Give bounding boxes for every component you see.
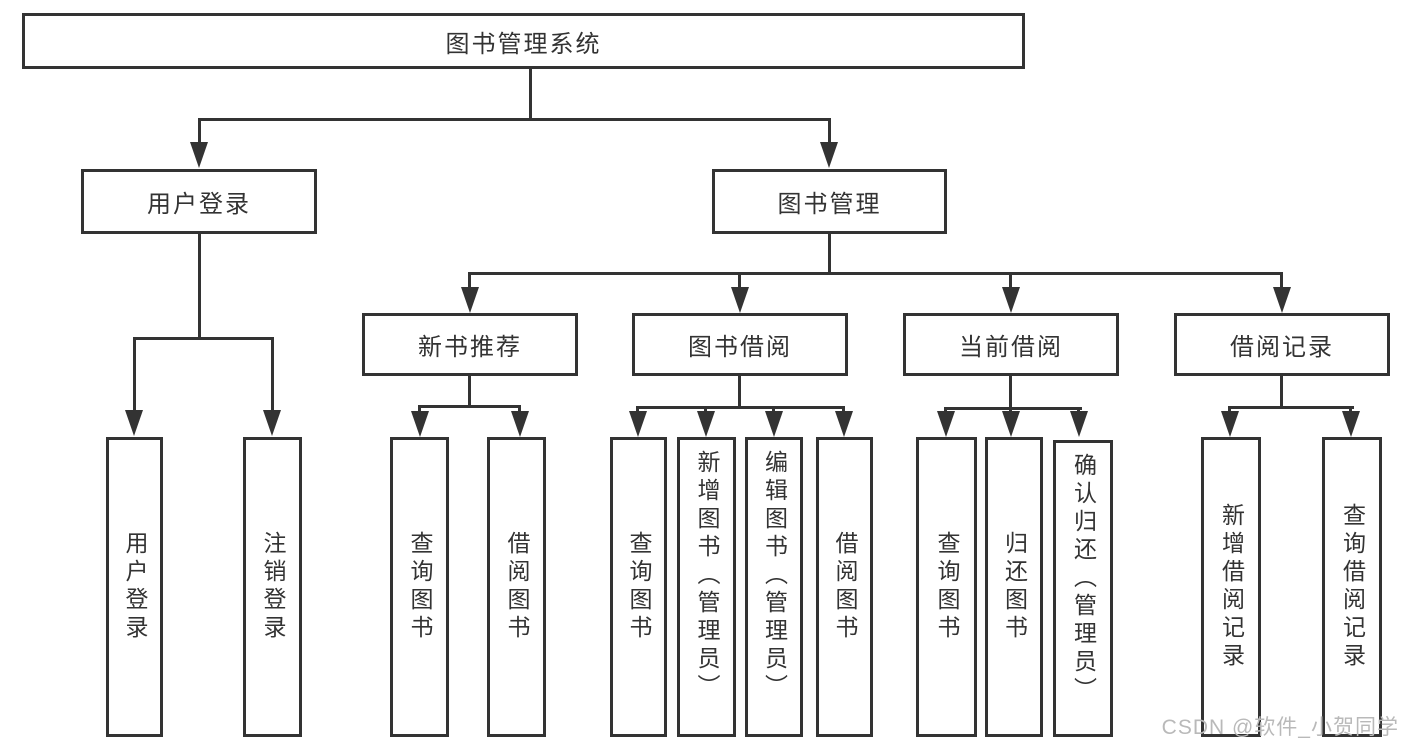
leaf-query-books-borrow: 查询图书 [610, 437, 667, 737]
connector-stem [468, 272, 471, 289]
leaf-edit-book-admin-label: 编辑图书（管理员） [761, 450, 788, 702]
leaf-borrow-books-label: 借阅图书 [832, 531, 858, 643]
leaf-logout-label: 注销登录 [260, 531, 286, 643]
arrow-down-icon [1221, 411, 1239, 437]
connector-stem [271, 337, 274, 412]
connector-stem [518, 405, 521, 414]
connector-drop [738, 376, 741, 409]
leaf-add-book-admin: 新增图书（管理员） [677, 437, 736, 737]
connector-stem [828, 118, 831, 146]
csdn-watermark: CSDN @软件_小贺同学 [1161, 716, 1399, 739]
leaf-query-books-current-label: 查询图书 [934, 531, 960, 643]
leaf-add-borrow-record: 新增借阅记录 [1201, 437, 1261, 737]
arrow-down-icon [731, 287, 749, 313]
leaf-query-borrow-record-label: 查询借阅记录 [1339, 503, 1366, 671]
leaf-borrow-books: 借阅图书 [816, 437, 873, 737]
arrow-down-icon [263, 410, 281, 436]
connector-level3-rail [468, 272, 1283, 275]
connector-stem [1349, 406, 1352, 414]
node-current-borrow: 当前借阅 [903, 313, 1119, 376]
leaf-query-books-recommend-label: 查询图书 [407, 531, 433, 643]
node-book-borrow: 图书借阅 [632, 313, 848, 376]
node-root: 图书管理系统 [22, 13, 1025, 69]
node-user-login-label: 用户登录 [147, 191, 251, 218]
connector-stem [738, 272, 741, 289]
connector-drop [1280, 376, 1283, 409]
arrow-down-icon [461, 287, 479, 313]
leaf-borrow-books-recommend: 借阅图书 [487, 437, 546, 737]
arrow-down-icon [1273, 287, 1291, 313]
node-book-management: 图书管理 [712, 169, 947, 234]
connector-stem [1280, 272, 1283, 289]
node-root-label: 图书管理系统 [445, 30, 602, 58]
connector-rail [636, 406, 845, 409]
leaf-query-books-recommend: 查询图书 [390, 437, 449, 737]
leaf-return-books: 归还图书 [985, 437, 1043, 737]
leaf-query-books-borrow-label: 查询图书 [626, 531, 652, 643]
leaf-return-books-label: 归还图书 [1001, 531, 1028, 643]
connector-stem [1009, 407, 1012, 414]
arrow-down-icon [411, 411, 429, 437]
node-new-book-recommend: 新书推荐 [362, 313, 578, 376]
node-borrow-records: 借阅记录 [1174, 313, 1390, 376]
connector-stem [1077, 407, 1080, 414]
leaf-borrow-books-recommend-label: 借阅图书 [504, 531, 530, 643]
arrow-down-icon [629, 411, 647, 437]
arrow-down-icon [697, 411, 715, 437]
connector-drop [1009, 376, 1012, 410]
node-book-borrow-label: 图书借阅 [688, 334, 792, 361]
arrow-down-icon [820, 142, 838, 168]
connector-rail [944, 407, 1082, 410]
connector-user-login-rail [133, 337, 274, 340]
connector-stem [772, 406, 775, 414]
connector-book-mgmt-drop [828, 234, 831, 275]
connector-root-drop [529, 69, 532, 121]
arrow-down-icon [511, 411, 529, 437]
arrow-down-icon [125, 410, 143, 436]
leaf-query-books-current: 查询图书 [916, 437, 977, 737]
connector-stem [1009, 272, 1012, 289]
node-book-management-label: 图书管理 [777, 191, 882, 218]
arrow-down-icon [190, 142, 208, 168]
arrow-down-icon [1002, 411, 1020, 437]
leaf-user-login: 用户登录 [106, 437, 163, 737]
connector-stem [133, 337, 136, 412]
node-user-login: 用户登录 [81, 169, 317, 234]
connector-stem [198, 118, 201, 146]
leaf-confirm-return-admin-label: 确认归还（管理员） [1070, 453, 1097, 705]
leaf-edit-book-admin: 编辑图书（管理员） [745, 437, 803, 737]
leaf-confirm-return-admin: 确认归还（管理员） [1053, 440, 1113, 737]
connector-user-login-drop [198, 234, 201, 340]
leaf-user-login-label: 用户登录 [122, 531, 148, 643]
connector-stem [842, 406, 845, 414]
leaf-add-borrow-record-label: 新增借阅记录 [1218, 503, 1245, 671]
arrow-down-icon [765, 411, 783, 437]
node-new-book-recommend-label: 新书推荐 [418, 334, 522, 361]
leaf-query-borrow-record: 查询借阅记录 [1322, 437, 1382, 737]
connector-rail [418, 405, 521, 408]
leaf-add-book-admin-label: 新增图书（管理员） [694, 450, 720, 702]
arrow-down-icon [1002, 287, 1020, 313]
connector-stem [636, 406, 639, 414]
arrow-down-icon [937, 411, 955, 437]
connector-stem [944, 407, 947, 414]
connector-level1-rail [198, 118, 831, 121]
connector-drop [468, 376, 471, 408]
node-current-borrow-label: 当前借阅 [959, 334, 1063, 361]
arrow-down-icon [835, 411, 853, 437]
node-borrow-records-label: 借阅记录 [1230, 334, 1334, 361]
connector-stem [704, 406, 707, 414]
connector-rail [1228, 406, 1354, 409]
connector-stem [418, 405, 421, 414]
arrow-down-icon [1070, 411, 1088, 437]
connector-stem [1228, 406, 1231, 414]
leaf-logout: 注销登录 [243, 437, 302, 737]
arrow-down-icon [1342, 411, 1360, 437]
